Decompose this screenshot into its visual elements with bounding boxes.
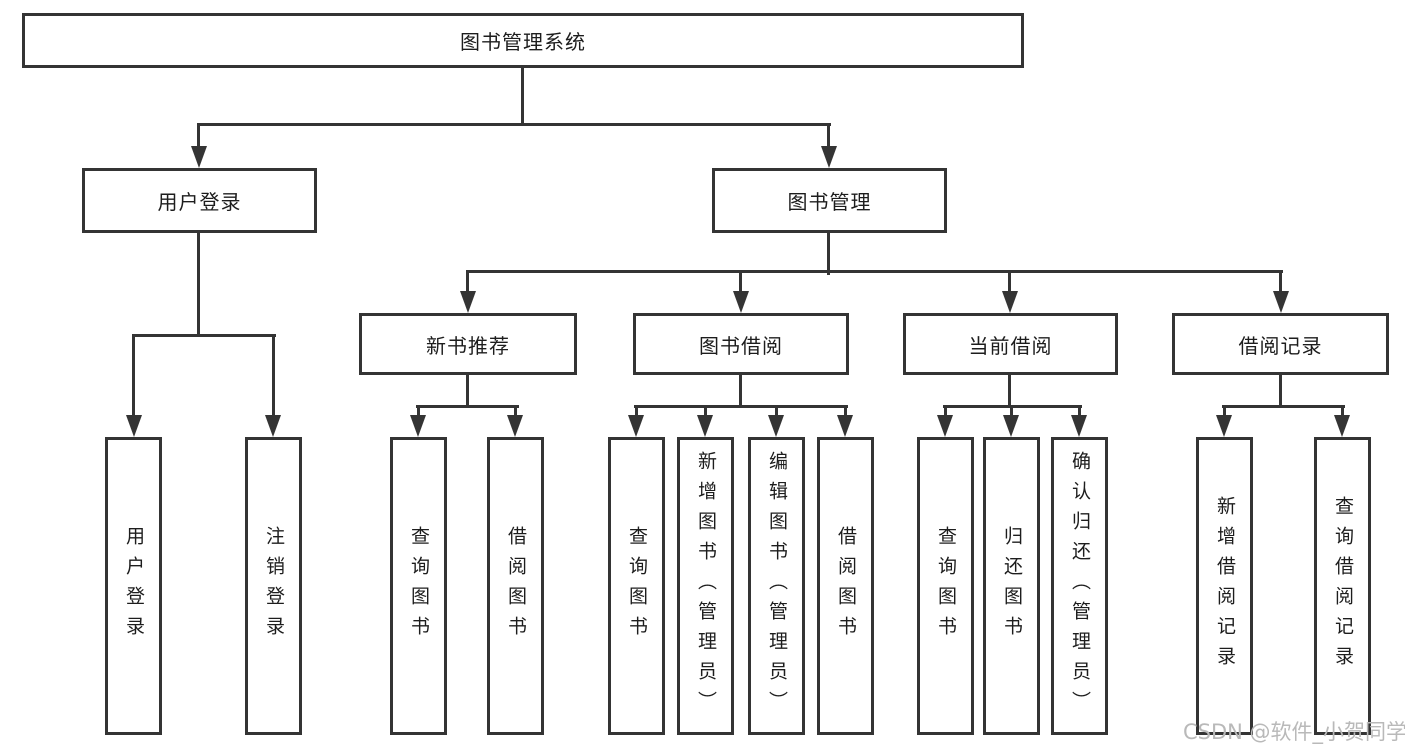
node-label: 查询图书 [935, 526, 957, 646]
arrow-down-icon [191, 146, 207, 168]
connector-drop-leaf [1341, 405, 1344, 419]
connector-new-book-stub [466, 375, 469, 408]
node-label: 查询图书 [626, 526, 648, 646]
connector-drop-leaf [272, 334, 275, 417]
node-book-management: 图书管理 [712, 168, 947, 233]
connector-drop-current [1008, 270, 1011, 294]
node-user-login: 用户登录 [82, 168, 317, 233]
connector-drop-leaf [132, 334, 135, 417]
connector-drop-leaf [704, 405, 707, 419]
node-current-borrowing: 当前借阅 [903, 313, 1118, 375]
node-label: 归还图书 [1001, 526, 1023, 646]
arrow-down-icon [265, 415, 281, 437]
arrow-down-icon [1071, 415, 1087, 437]
connector-drop-new-book [466, 270, 469, 294]
arrow-down-icon [1002, 291, 1018, 313]
leaf-borrow-books-newbook: 借阅图书 [487, 437, 544, 735]
connector-drop-user-login [197, 123, 200, 149]
arrow-down-icon [1216, 415, 1232, 437]
connector-records-bus [1222, 405, 1345, 408]
connector-drop-book-management [827, 123, 830, 149]
arrow-down-icon [126, 415, 142, 437]
csdn-watermark: CSDN @软件_小贺同学 [1183, 720, 1405, 744]
leaf-query-books-newbook: 查询图书 [390, 437, 447, 735]
leaf-query-books-current: 查询图书 [917, 437, 974, 735]
connector-book-management-bus [466, 270, 1283, 273]
connector-borrowing-stub [739, 375, 742, 408]
node-label: 新书推荐 [426, 333, 510, 358]
arrow-down-icon [937, 415, 953, 437]
leaf-add-borrow-record: 新增借阅记录 [1196, 437, 1253, 735]
node-label: 确认归还（管理员） [1069, 451, 1091, 721]
leaf-query-borrow-record: 查询借阅记录 [1314, 437, 1371, 735]
node-label: 图书管理 [787, 190, 872, 214]
leaf-add-books-admin: 新增图书（管理员） [677, 437, 734, 735]
node-label: 借阅图书 [835, 526, 857, 646]
leaf-user-login: 用户登录 [105, 437, 162, 735]
connector-drop-leaf [1078, 405, 1081, 419]
arrow-down-icon [1334, 415, 1350, 437]
arrow-down-icon [768, 415, 784, 437]
connector-drop-records [1279, 270, 1282, 294]
connector-drop-leaf [844, 405, 847, 419]
arrow-down-icon [507, 415, 523, 437]
connector-new-book-bus [416, 405, 519, 408]
node-label: 编辑图书（管理员） [766, 451, 788, 721]
leaf-borrow-books-borrowing: 借阅图书 [817, 437, 874, 735]
connector-drop-borrowing [739, 270, 742, 294]
arrow-down-icon [697, 415, 713, 437]
node-label: 借阅图书 [505, 526, 527, 646]
connector-drop-leaf [635, 405, 638, 419]
arrow-down-icon [410, 415, 426, 437]
node-label: 查询图书 [408, 526, 430, 646]
arrow-down-icon [628, 415, 644, 437]
arrow-down-icon [1003, 415, 1019, 437]
connector-drop-leaf [944, 405, 947, 419]
leaf-logout: 注销登录 [245, 437, 302, 735]
arrow-down-icon [821, 146, 837, 168]
node-borrowing-records: 借阅记录 [1172, 313, 1389, 375]
node-label: 借阅记录 [1238, 333, 1323, 358]
connector-book-management-stub [827, 233, 830, 275]
node-label: 图书管理系统 [460, 30, 586, 54]
leaf-query-books-borrowing: 查询图书 [608, 437, 665, 735]
arrow-down-icon [460, 291, 476, 313]
connector-drop-leaf [514, 405, 517, 419]
leaf-edit-books-admin: 编辑图书（管理员） [748, 437, 805, 735]
node-new-book-recommendation: 新书推荐 [359, 313, 577, 375]
arrow-down-icon [733, 291, 749, 313]
connector-user-login-bus [132, 334, 276, 337]
connector-drop-leaf [775, 405, 778, 419]
connector-root-stub [521, 68, 524, 126]
node-label: 新增图书（管理员） [695, 451, 717, 721]
node-library-management-system: 图书管理系统 [22, 13, 1024, 68]
node-label: 用户登录 [123, 526, 145, 646]
node-label: 用户登录 [157, 190, 242, 214]
connector-root-bus [197, 123, 831, 126]
node-label: 当前借阅 [968, 333, 1053, 358]
connector-drop-leaf [1010, 405, 1013, 419]
connector-drop-leaf [417, 405, 420, 419]
leaf-confirm-return-admin: 确认归还（管理员） [1051, 437, 1108, 735]
connector-drop-leaf [1223, 405, 1226, 419]
node-label: 注销登录 [263, 526, 285, 646]
connector-borrowing-bus [634, 405, 848, 408]
node-book-borrowing: 图书借阅 [633, 313, 849, 375]
leaf-return-books: 归还图书 [983, 437, 1040, 735]
node-label: 图书借阅 [699, 333, 783, 358]
connector-user-login-stub [197, 233, 200, 337]
node-label: 查询借阅记录 [1332, 496, 1354, 676]
arrow-down-icon [837, 415, 853, 437]
connector-records-stub [1279, 375, 1282, 408]
arrow-down-icon [1273, 291, 1289, 313]
connector-current-stub [1008, 375, 1011, 408]
node-label: 新增借阅记录 [1214, 496, 1236, 676]
